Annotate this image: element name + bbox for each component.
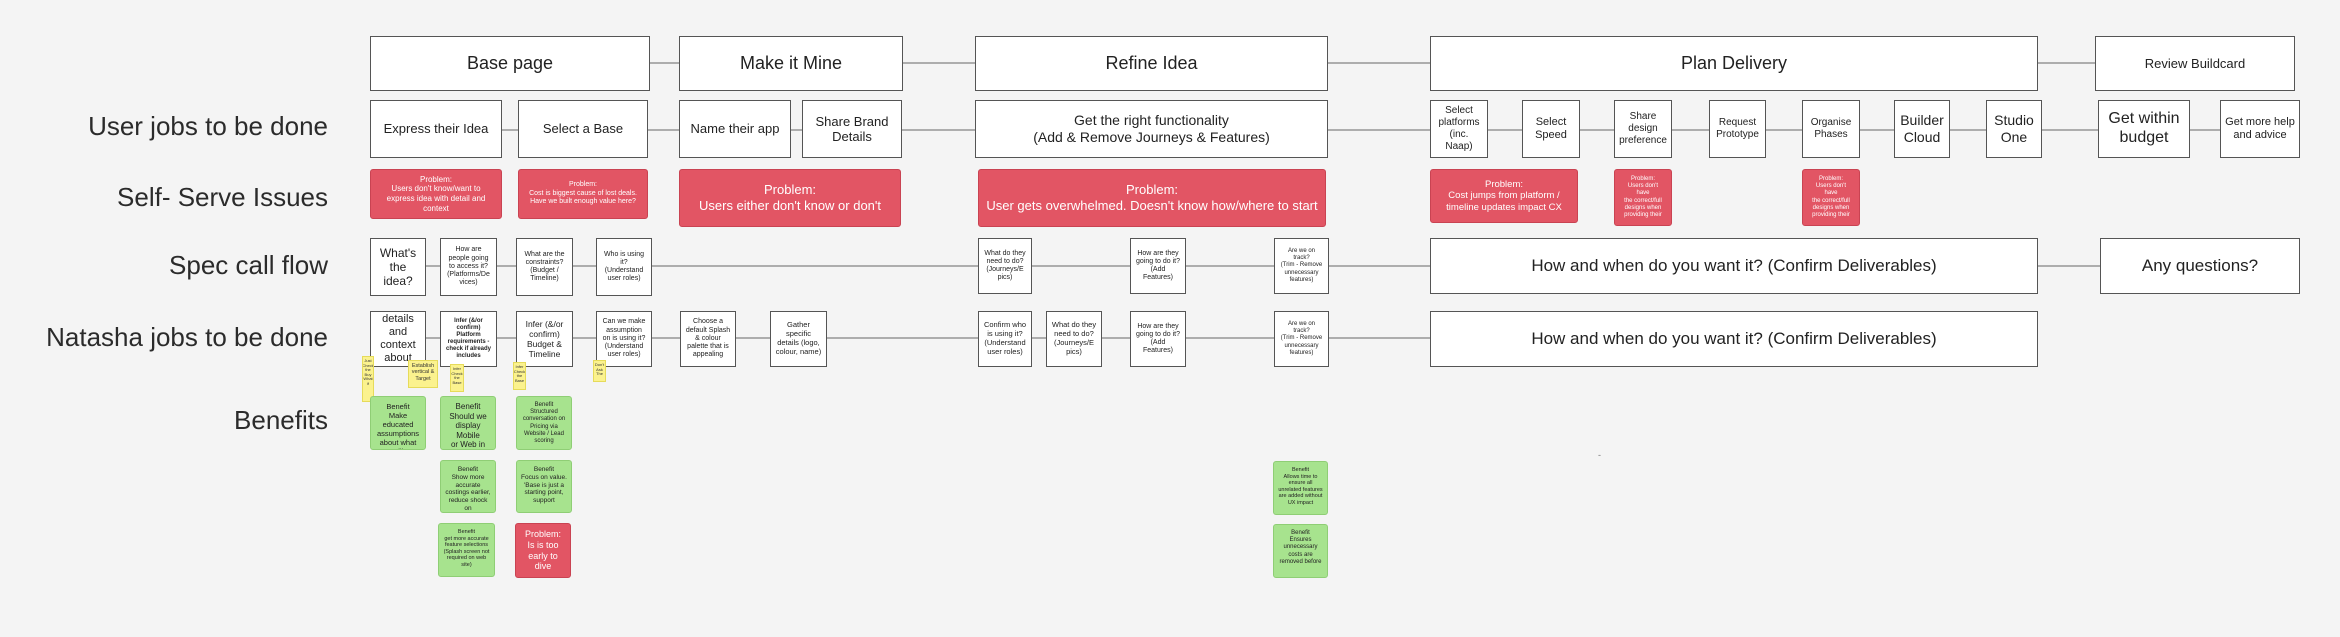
spec-who-using[interactable]: Who is using it? (Understand user roles) bbox=[596, 238, 652, 296]
natasha-confirm-who[interactable]: Confirm who is using it? (Understand use… bbox=[978, 311, 1032, 367]
sticky-note-1[interactable]: Just Check the Buy What if bbox=[362, 356, 374, 402]
issue-select-base[interactable]: Problem: Cost is biggest cause of lost d… bbox=[518, 169, 648, 219]
sticky-note-4[interactable]: Infer Check the Base bbox=[513, 362, 526, 390]
natasha-infer-platform[interactable]: Infer (&/or confirm) Platform requiremen… bbox=[440, 311, 497, 367]
user-job-share-brand[interactable]: Share Brand Details bbox=[802, 100, 902, 158]
phase-make-it-mine[interactable]: Make it Mine bbox=[679, 36, 903, 91]
user-job-name-app[interactable]: Name their app bbox=[679, 100, 791, 158]
benefit-allows-time[interactable]: Benefit Allows time to ensure all unrela… bbox=[1273, 461, 1328, 515]
natasha-specific-details[interactable]: Gather specific details (logo, colour, n… bbox=[770, 311, 827, 367]
issue-plan-delivery[interactable]: Problem: Cost jumps from platform / time… bbox=[1430, 169, 1578, 223]
row-label-spec-call: Spec call flow bbox=[169, 250, 328, 280]
benefit-accurate-costings[interactable]: Benefit Show more accurate costings earl… bbox=[440, 460, 496, 513]
user-job-right-functionality[interactable]: Get the right functionality (Add & Remov… bbox=[975, 100, 1328, 158]
user-job-select-speed[interactable]: Select Speed bbox=[1522, 100, 1580, 158]
issue-express-idea[interactable]: Problem: Users don't know/want to expres… bbox=[370, 169, 502, 219]
user-job-within-budget[interactable]: Get within budget bbox=[2098, 100, 2190, 158]
natasha-gather-idea[interactable]: Gather details and context about idea bbox=[370, 311, 426, 367]
natasha-need-to-do[interactable]: What do they need to do? (Journeys/E pic… bbox=[1046, 311, 1102, 367]
issue-organise-phases[interactable]: Problem: Users don't have the correct/fu… bbox=[1802, 169, 1860, 226]
spec-how-going[interactable]: How are they going to do it? (Add Featur… bbox=[1130, 238, 1186, 294]
user-job-organise-phases[interactable]: Organise Phases bbox=[1802, 100, 1860, 158]
phase-base-page[interactable]: Base page bbox=[370, 36, 650, 91]
benefit-educated-assumptions[interactable]: Benefit Make educated assumptions about … bbox=[370, 396, 426, 450]
sticky-note-3[interactable]: Infer Check the Base bbox=[450, 364, 464, 392]
spec-on-track[interactable]: Are we on track? (Trim - Remove unnecess… bbox=[1274, 238, 1329, 294]
spec-constraints[interactable]: What are the constraints? (Budget / Time… bbox=[516, 238, 573, 296]
natasha-assumption[interactable]: Can we make assumption on is using it? (… bbox=[596, 311, 652, 367]
natasha-how-when[interactable]: How and when do you want it? (Confirm De… bbox=[1430, 311, 2038, 367]
sticky-note-5[interactable]: Don't Ask The bbox=[593, 360, 606, 382]
row-label-self-serve: Self- Serve Issues bbox=[117, 182, 328, 212]
benefit-mobile-or-web[interactable]: Benefit Should we display Mobile or Web … bbox=[440, 396, 496, 450]
user-job-select-base[interactable]: Select a Base bbox=[518, 100, 648, 158]
spec-access[interactable]: How are people going to access it? (Plat… bbox=[440, 238, 497, 296]
phase-plan-delivery[interactable]: Plan Delivery bbox=[1430, 36, 2038, 91]
natasha-infer-budget[interactable]: Infer (&/or confirm) Budget & Timeline bbox=[516, 311, 573, 367]
benefit-structured-conversation[interactable]: Benefit Structured conversation on Prici… bbox=[516, 396, 572, 450]
spec-whats-idea[interactable]: What's the idea? bbox=[370, 238, 426, 296]
benefit-accurate-features[interactable]: Benefit get more accurate feature select… bbox=[438, 523, 495, 577]
user-job-share-design[interactable]: Share design preference bbox=[1614, 100, 1672, 158]
issue-share-design[interactable]: Problem: Users don't have the correct/fu… bbox=[1614, 169, 1672, 226]
natasha-how-going[interactable]: How are they going to do it? (Add Featur… bbox=[1130, 311, 1186, 367]
problem-too-early[interactable]: Problem: Is is too early to dive bbox=[515, 523, 571, 578]
stray-mark: - bbox=[1598, 450, 1601, 460]
user-job-studio-one[interactable]: Studio One bbox=[1986, 100, 2042, 158]
spec-need-to-do[interactable]: What do they need to do? (Journeys/E pic… bbox=[978, 238, 1032, 294]
spec-any-questions[interactable]: Any questions? bbox=[2100, 238, 2300, 294]
row-label-natasha-jobs: Natasha jobs to be done bbox=[46, 322, 328, 352]
issue-make-it-mine[interactable]: Problem: Users either don't know or don'… bbox=[679, 169, 901, 227]
user-job-express-idea[interactable]: Express their Idea bbox=[370, 100, 502, 158]
sticky-note-2[interactable]: Establish vertical & Target bbox=[408, 360, 438, 388]
spec-how-when[interactable]: How and when do you want it? (Confirm De… bbox=[1430, 238, 2038, 294]
user-job-help-advice[interactable]: Get more help and advice bbox=[2220, 100, 2300, 158]
benefit-focus-on-value[interactable]: Benefit Focus on value. 'Base is just a … bbox=[516, 460, 572, 513]
user-job-request-prototype[interactable]: Request Prototype bbox=[1709, 100, 1766, 158]
row-label-benefits: Benefits bbox=[234, 405, 328, 435]
natasha-splash[interactable]: Choose a default Splash & colour palette… bbox=[680, 311, 736, 367]
user-job-builder-cloud[interactable]: Builder Cloud bbox=[1894, 100, 1950, 158]
phase-review-buildcard[interactable]: Review Buildcard bbox=[2095, 36, 2295, 91]
phase-refine-idea[interactable]: Refine Idea bbox=[975, 36, 1328, 91]
benefit-removes-costs[interactable]: Benefit Ensures unnecessary costs are re… bbox=[1273, 524, 1328, 578]
issue-refine-idea[interactable]: Problem: User gets overwhelmed. Doesn't … bbox=[978, 169, 1326, 227]
row-label-user-jobs: User jobs to be done bbox=[88, 111, 328, 141]
user-job-select-platforms[interactable]: Select platforms (inc. Naap) bbox=[1430, 100, 1488, 158]
natasha-on-track[interactable]: Are we on track? (Trim - Remove unnecess… bbox=[1274, 311, 1329, 367]
